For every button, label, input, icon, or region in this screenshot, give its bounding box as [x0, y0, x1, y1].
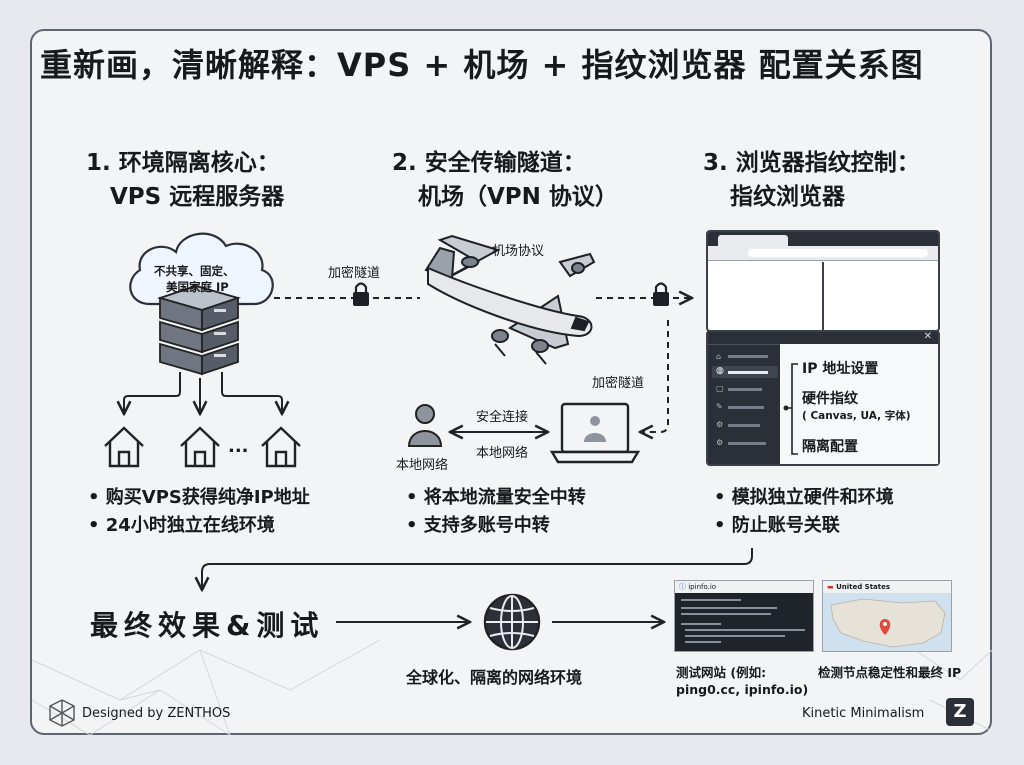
terminal-output	[675, 593, 813, 651]
server-icon	[156, 285, 242, 376]
section-1-bullet: • 购买VPS获得纯净IP地址	[88, 487, 310, 508]
laptop-icon	[549, 402, 641, 464]
map-header: ▬ United States	[823, 581, 951, 593]
location-pin-icon	[879, 619, 891, 635]
more-houses-ellipsis: ...	[228, 436, 249, 457]
close-icon[interactable]: ✕	[923, 331, 932, 342]
hardware-fingerprint-label[interactable]: 硬件指纹	[802, 391, 858, 407]
home-icon[interactable]: ⌂	[716, 352, 722, 361]
globe-caption: 全球化、隔离的网络环境	[406, 668, 583, 687]
secure-connection-label: 安全连接	[476, 410, 529, 425]
test-site-caption-line2: ping0.cc, ipinfo.io)	[676, 682, 809, 697]
section-1-bullet: • 24小时独立在线环境	[88, 515, 275, 536]
us-flag-icon: ▬	[827, 583, 834, 591]
section-3-bullet: • 防止账号关联	[714, 515, 840, 536]
test-site-screenshot: ⓘ ipinfo.io	[674, 580, 814, 652]
gear-icon[interactable]: ⚙	[716, 438, 724, 447]
zenthos-logo: Z	[946, 698, 974, 726]
browser-address-bar[interactable]	[708, 246, 938, 261]
lock-icon	[653, 282, 669, 306]
final-heading: 最终效果&测试	[90, 609, 325, 642]
settings-icon[interactable]: ⚙	[716, 420, 724, 429]
local-network-arrow-label: 本地网络	[476, 446, 529, 461]
user-icon	[407, 404, 443, 447]
house-icon	[261, 426, 301, 468]
map-screenshot: ▬ United States	[822, 580, 952, 652]
browser-tab[interactable]	[718, 235, 788, 246]
isolation-config-label[interactable]: 隔离配置	[802, 439, 858, 455]
section-1-heading-line2: VPS 远程服务器	[110, 184, 285, 210]
settings-sidebar: ⌂ ◍ ▢ ✎ ⚙ ⚙	[708, 344, 780, 464]
house-icon	[180, 426, 220, 468]
section-3-heading-line1: 3. 浏览器指纹控制：	[703, 150, 920, 176]
zenthos-logo-icon	[49, 699, 75, 727]
map-caption: 检测节点稳定性和最终 IP	[818, 665, 962, 680]
us-map	[823, 593, 951, 651]
square-icon[interactable]: ▢	[716, 384, 724, 393]
browser-tab-bar	[708, 232, 938, 246]
section-2-bullet: • 支持多账号中转	[406, 515, 550, 536]
encrypted-tunnel-label: 加密隧道	[592, 376, 645, 391]
browser-window	[706, 230, 940, 332]
ipinfo-tab: ⓘ ipinfo.io	[675, 581, 813, 593]
section-3-heading-line2: 指纹浏览器	[730, 184, 845, 210]
ip-setting-label[interactable]: IP 地址设置	[802, 361, 879, 377]
globe-small-icon: ◍	[716, 366, 724, 376]
page-title: 重新画，清晰解释：VPS + 机场 + 指纹浏览器 配置关系图	[40, 46, 924, 84]
edit-icon[interactable]: ✎	[716, 402, 723, 411]
tagline-text: Kinetic Minimalism	[802, 706, 925, 721]
lock-icon	[353, 282, 369, 306]
designed-by-text: Designed by ZENTHOS	[82, 706, 231, 721]
encrypted-tunnel-label: 加密隧道	[328, 266, 381, 281]
airport-protocol-label: 机场协议	[492, 244, 545, 259]
cloud-icon	[129, 232, 274, 306]
section-2-heading-line1: 2. 安全传输隧道：	[392, 150, 586, 176]
branch-arrows	[124, 372, 282, 414]
settings-content: IP 地址设置 硬件指纹 ( Canvas, UA, 字体) 隔离配置	[780, 344, 938, 464]
hardware-fingerprint-detail: ( Canvas, UA, 字体)	[802, 410, 911, 422]
section-2-bullet: • 将本地流量安全中转	[406, 487, 586, 508]
cloud-text-line1: 不共享、固定、	[154, 264, 235, 278]
fingerprint-settings-panel: ✕ ⌂ ◍ ▢ ✎ ⚙ ⚙ IP 地址设置 硬件指纹 ( Canvas, UA,…	[706, 330, 940, 466]
section-3-bullet: • 模拟独立硬件和环境	[714, 487, 894, 508]
globe-icon	[483, 593, 541, 651]
house-icon	[104, 426, 144, 468]
section-2-heading-line2: 机场（VPN 协议）	[418, 184, 618, 210]
cloud-text-line2: 美国家庭 IP	[166, 280, 229, 294]
test-site-caption-line1: 测试网站 (例如:	[676, 665, 767, 680]
local-network-user-label: 本地网络	[396, 458, 449, 473]
airplane-icon	[424, 234, 596, 365]
info-icon: ⓘ	[679, 583, 686, 591]
section-1-heading-line1: 1. 环境隔离核心：	[86, 150, 280, 176]
settings-bracket	[783, 363, 798, 455]
